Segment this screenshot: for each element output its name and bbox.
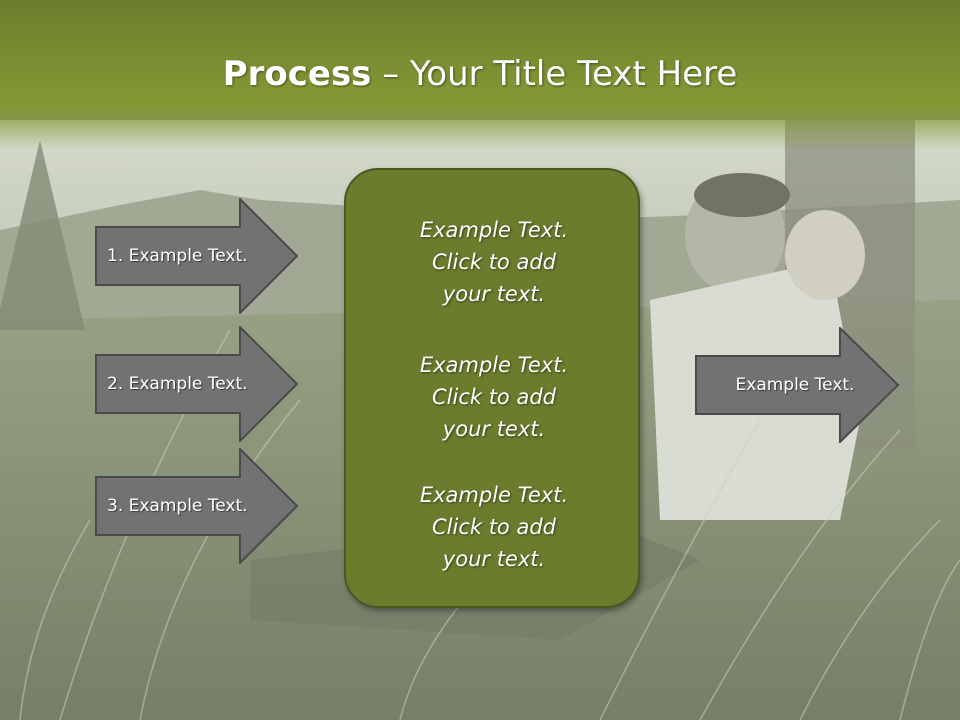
arrow-label: 1. Example Text.: [107, 246, 248, 266]
right-arrow-shape-icon: [95, 198, 299, 314]
center-text-item-2[interactable]: Example Text. Click to add your text.: [419, 353, 569, 441]
title-bold: Process: [222, 54, 372, 94]
center-text-item-1[interactable]: Example Text. Click to add your text.: [419, 218, 569, 306]
arrow-label: 3. Example Text.: [107, 496, 248, 516]
arrow-label: Example Text.: [735, 375, 855, 395]
center-text-box[interactable]: Example Text. Click to add your text. Ex…: [344, 168, 640, 608]
arrow-label: 2. Example Text.: [107, 374, 248, 394]
left-arrow-1[interactable]: 1. Example Text.: [95, 198, 299, 314]
center-text-item-3[interactable]: Example Text. Click to add your text.: [419, 483, 569, 571]
left-arrow-2[interactable]: 2. Example Text.: [95, 326, 299, 442]
right-arrow-shape-icon: [95, 448, 299, 564]
right-arrow[interactable]: Example Text.: [695, 327, 900, 443]
slide-title: Process – Your Title Text Here: [0, 52, 960, 96]
right-arrow-shape-icon: [695, 327, 900, 443]
title-bar: [0, 0, 960, 150]
left-arrow-3[interactable]: 3. Example Text.: [95, 448, 299, 564]
right-arrow-shape-icon: [95, 326, 299, 442]
title-rest: – Your Title Text Here: [371, 54, 738, 94]
